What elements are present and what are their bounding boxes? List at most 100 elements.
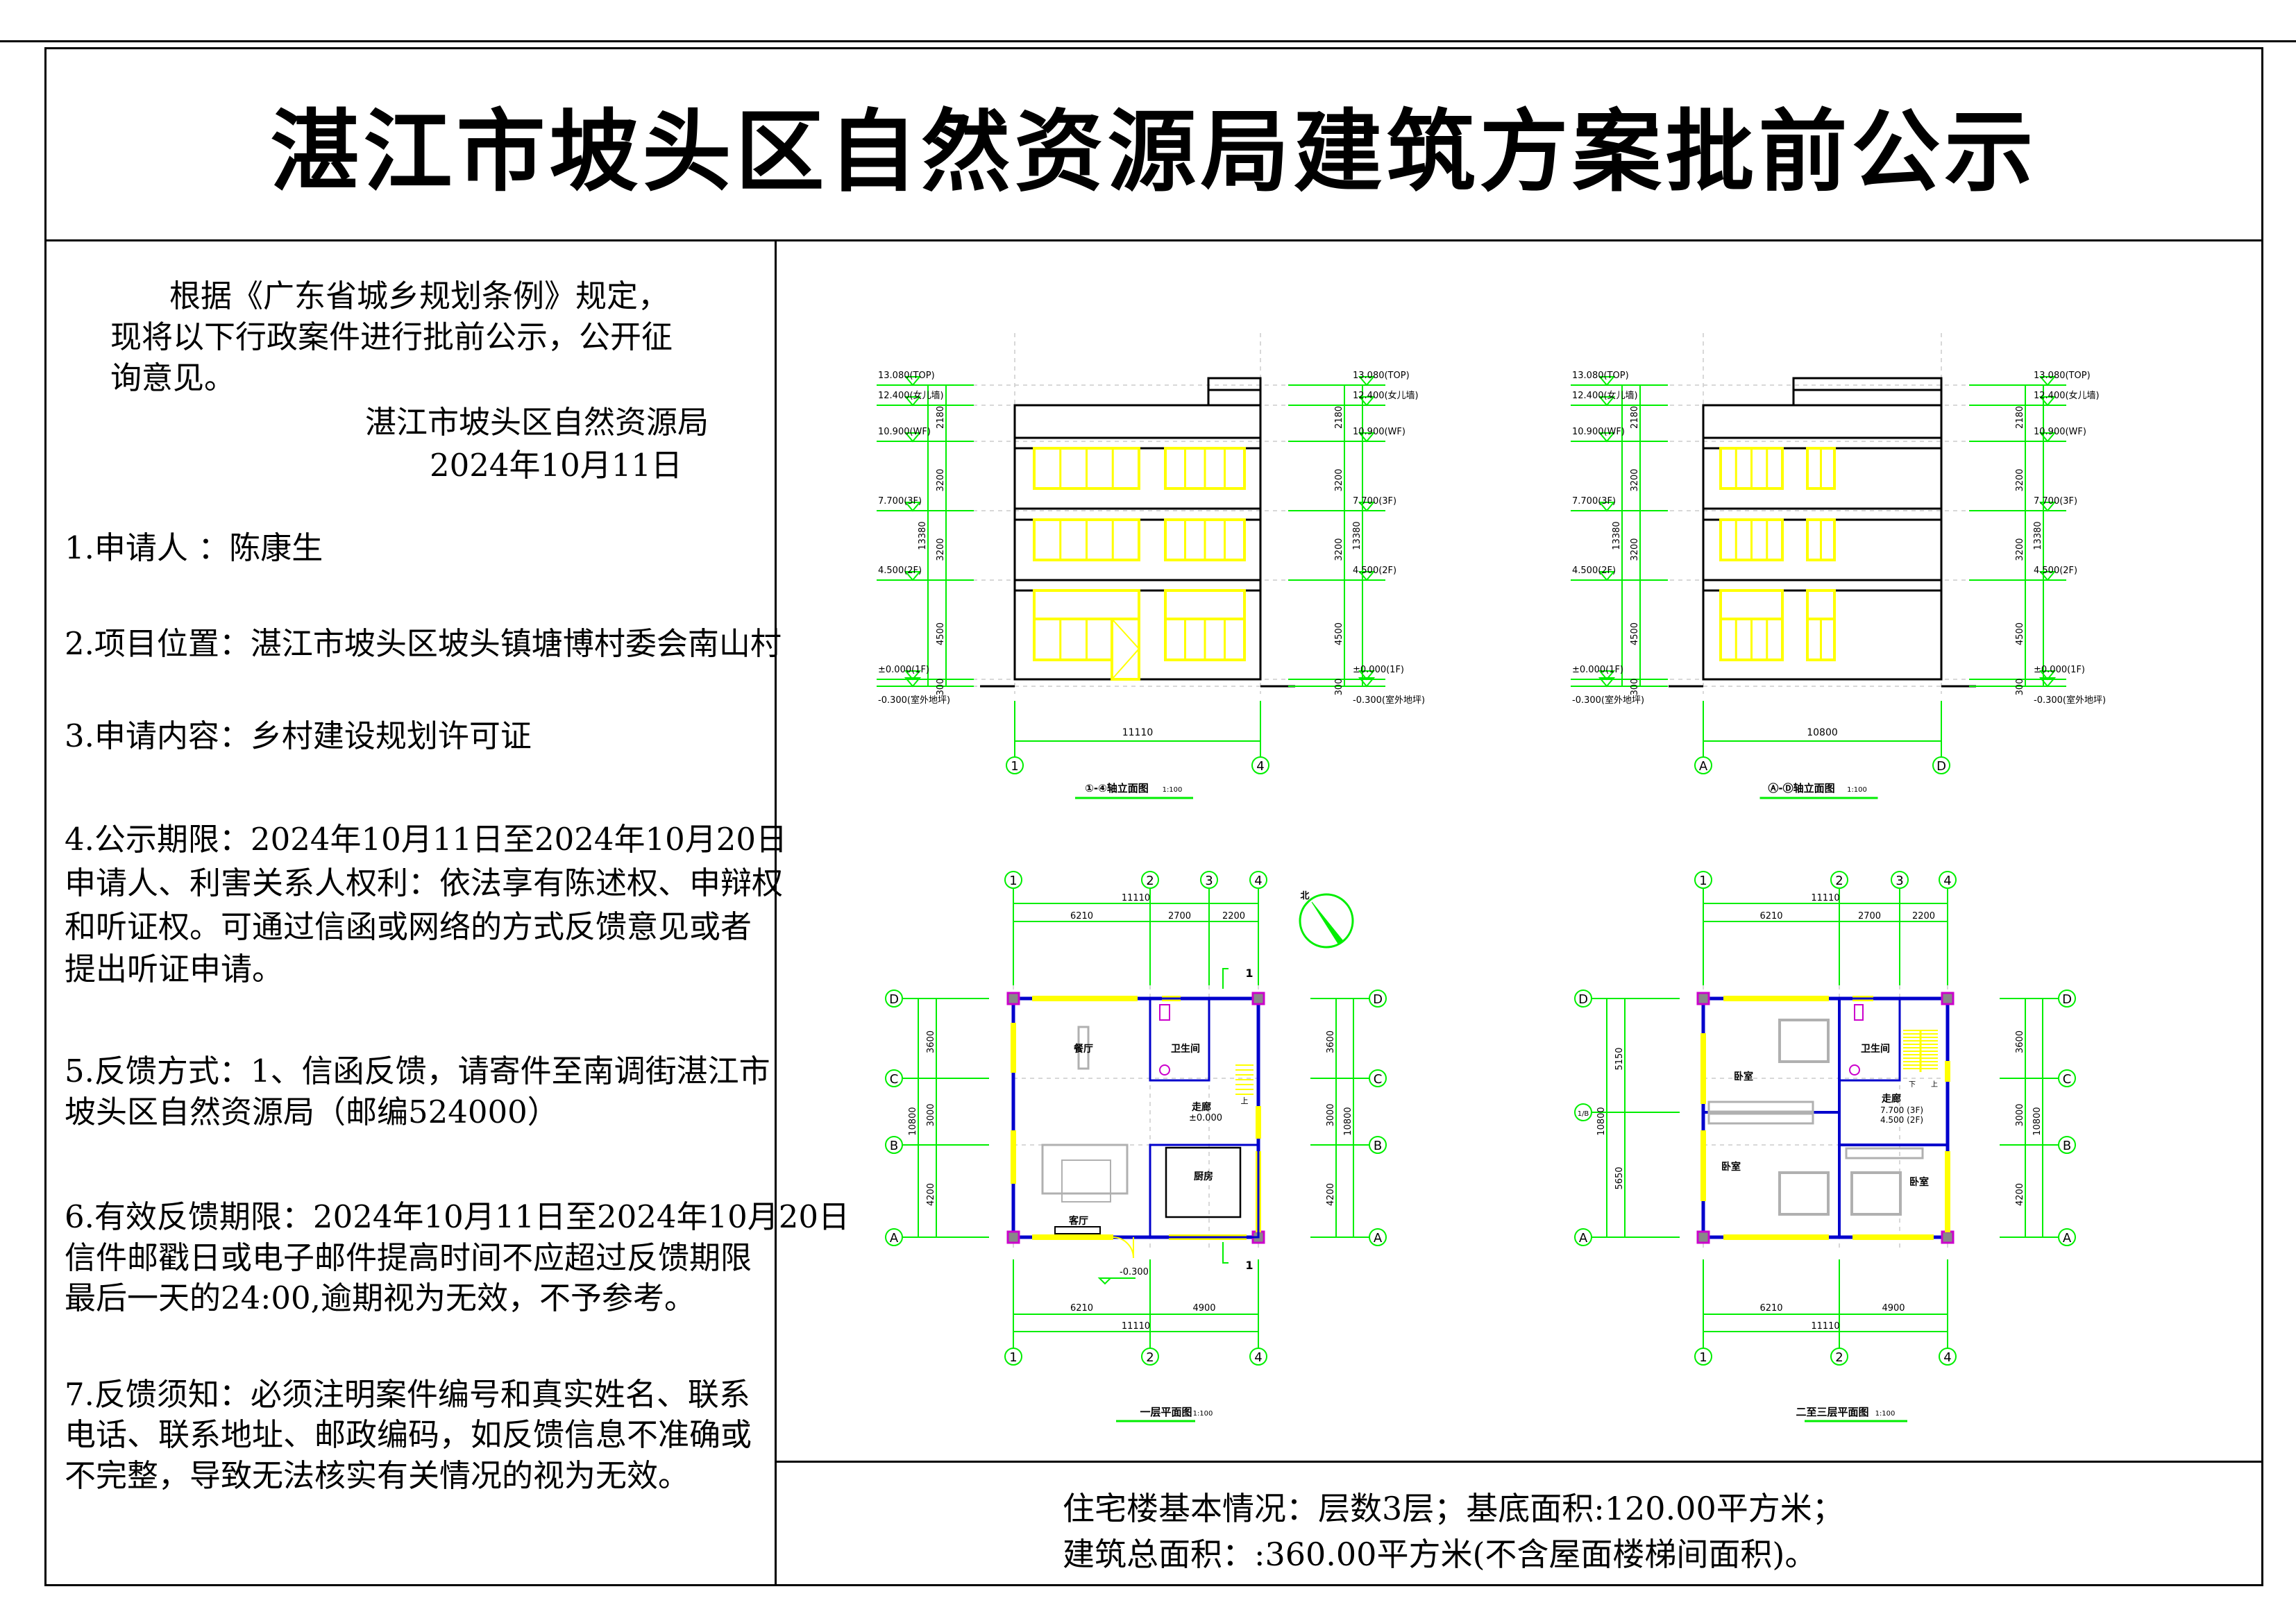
level-label: ±0.000(1F) — [1572, 665, 1623, 675]
axis-bubble — [1369, 1069, 1387, 1087]
tv-cabinet-icon — [1054, 1226, 1101, 1234]
axis-label: 2 — [1835, 1350, 1843, 1365]
level-mark — [1358, 571, 1376, 581]
level-dim: 300 — [1334, 679, 1344, 696]
axis-label: 2 — [1146, 1350, 1154, 1365]
level-mark — [1598, 670, 1616, 681]
level-dim: 3200 — [1630, 468, 1640, 491]
compass-needle — [1311, 901, 1344, 944]
dim-label: 10800 — [908, 1107, 918, 1135]
level-dim: 2180 — [2015, 406, 2025, 429]
axis-bubble — [885, 1228, 903, 1246]
level-mark — [2038, 502, 2057, 512]
wall-window — [1852, 1234, 1934, 1240]
column — [1006, 992, 1020, 1005]
level-label: -0.300(室外地坪) — [878, 695, 950, 706]
room-label: 卧室 — [1909, 1176, 1929, 1188]
level-dim: 3200 — [1334, 468, 1344, 491]
dim-label: 6210 — [1759, 1303, 1782, 1314]
total-height-dim: 13380 — [1612, 521, 1622, 550]
elevation-a-d: 13.080(TOP)12.400(女儿墙)10.900(WF)7.700(3F… — [1571, 333, 2106, 799]
level-mark — [1358, 670, 1376, 681]
window — [1033, 518, 1140, 561]
dim-label: 11110 — [1811, 1321, 1839, 1332]
column — [1006, 1230, 1020, 1244]
level-mark — [1097, 1277, 1113, 1285]
axis-bubble — [1249, 1348, 1267, 1366]
axis-bubble — [2058, 989, 2076, 1008]
level-mark — [904, 502, 922, 512]
axis-bubble — [1891, 871, 1909, 889]
axis-bubble — [1369, 1136, 1387, 1154]
level-label: 4.500(2F) — [878, 566, 922, 576]
drawing-title: ①-④轴立面图 — [1085, 782, 1149, 794]
dim-label: 4900 — [1192, 1303, 1215, 1314]
axis-label: 2 — [1146, 874, 1154, 888]
level-dim: 4500 — [1334, 622, 1344, 645]
stair — [1235, 1064, 1253, 1095]
level-label: 7.700 (3F) — [1880, 1105, 1923, 1115]
wall-window — [1945, 1061, 1950, 1082]
axis-label: 4 — [1943, 1350, 1951, 1365]
issuer: 湛江市坡头区自然资源局 — [365, 404, 709, 441]
building-outline — [1702, 404, 1943, 681]
summary-line-2: 建筑总面积：:360.00平方米(不含屋面楼梯间面积)。 — [1063, 1536, 1817, 1573]
item-period: 提出听证申请。 — [65, 951, 284, 987]
level-mark — [1358, 396, 1376, 407]
room-label: 走廊 — [1192, 1101, 1211, 1113]
room-label: 卫生间 — [1861, 1043, 1890, 1055]
stair — [1903, 1030, 1938, 1072]
axis-bubble — [1830, 871, 1848, 889]
level-mark — [2038, 670, 2057, 681]
window — [1806, 447, 1836, 490]
axis-label: C — [890, 1072, 899, 1087]
dim-label: 6210 — [1070, 1303, 1093, 1314]
north-label: 北 — [1300, 891, 1309, 901]
width-dim: 10800 — [1807, 727, 1838, 738]
level-dim: 4500 — [1630, 622, 1640, 645]
axis-bubble — [1369, 1228, 1387, 1246]
level-label: 12.400(女儿墙) — [1353, 390, 1419, 401]
axis-bubble — [1939, 871, 1957, 889]
window — [1719, 447, 1784, 490]
column — [1251, 992, 1265, 1005]
axis-bubble — [1141, 871, 1159, 889]
axis-label: D — [1936, 759, 1946, 774]
level-label: 10.900(WF) — [2034, 427, 2086, 437]
room-label: 卧室 — [1721, 1161, 1741, 1173]
axis-bubble — [1369, 989, 1387, 1008]
axis-label: D — [889, 992, 899, 1007]
axis-label: 1/B — [1578, 1110, 1589, 1118]
axis-bubble — [1251, 756, 1269, 774]
level-label: -0.300 — [1120, 1267, 1149, 1277]
level-dim: 2180 — [936, 406, 946, 429]
level-label: 7.700(3F) — [1572, 496, 1616, 507]
bed-icon — [1850, 1171, 1902, 1216]
notice-frame — [44, 47, 2263, 1586]
bathroom-walls — [1149, 997, 1210, 1082]
axis-label: C — [2063, 1072, 2072, 1087]
entrance-door — [1111, 618, 1140, 681]
axis-bubble — [1141, 1348, 1159, 1366]
level-mark — [2038, 376, 2057, 386]
level-dim: 3200 — [2015, 538, 2025, 561]
axis-label: D — [1373, 992, 1383, 1007]
axis-label: A — [1579, 1231, 1588, 1246]
axis-label: 1 — [1009, 874, 1017, 888]
drawing-scale: 1:100 — [1847, 786, 1867, 794]
axis-bubble — [2058, 1069, 2076, 1087]
level-label: 12.400(女儿墙) — [1572, 390, 1638, 401]
toilet-icon — [1159, 1004, 1170, 1021]
column — [1696, 1230, 1710, 1244]
drawing-scale: 1:100 — [1163, 786, 1183, 794]
axis-label: 1 — [1011, 759, 1018, 774]
door-frame — [1111, 618, 1140, 681]
width-dim: 11110 — [1122, 727, 1154, 738]
axis-bubble — [1004, 871, 1022, 889]
axis-label: 4 — [1943, 874, 1951, 888]
dim-label: 2200 — [1912, 911, 1935, 921]
level-mark — [904, 376, 922, 386]
bed-icon — [1778, 1171, 1830, 1216]
